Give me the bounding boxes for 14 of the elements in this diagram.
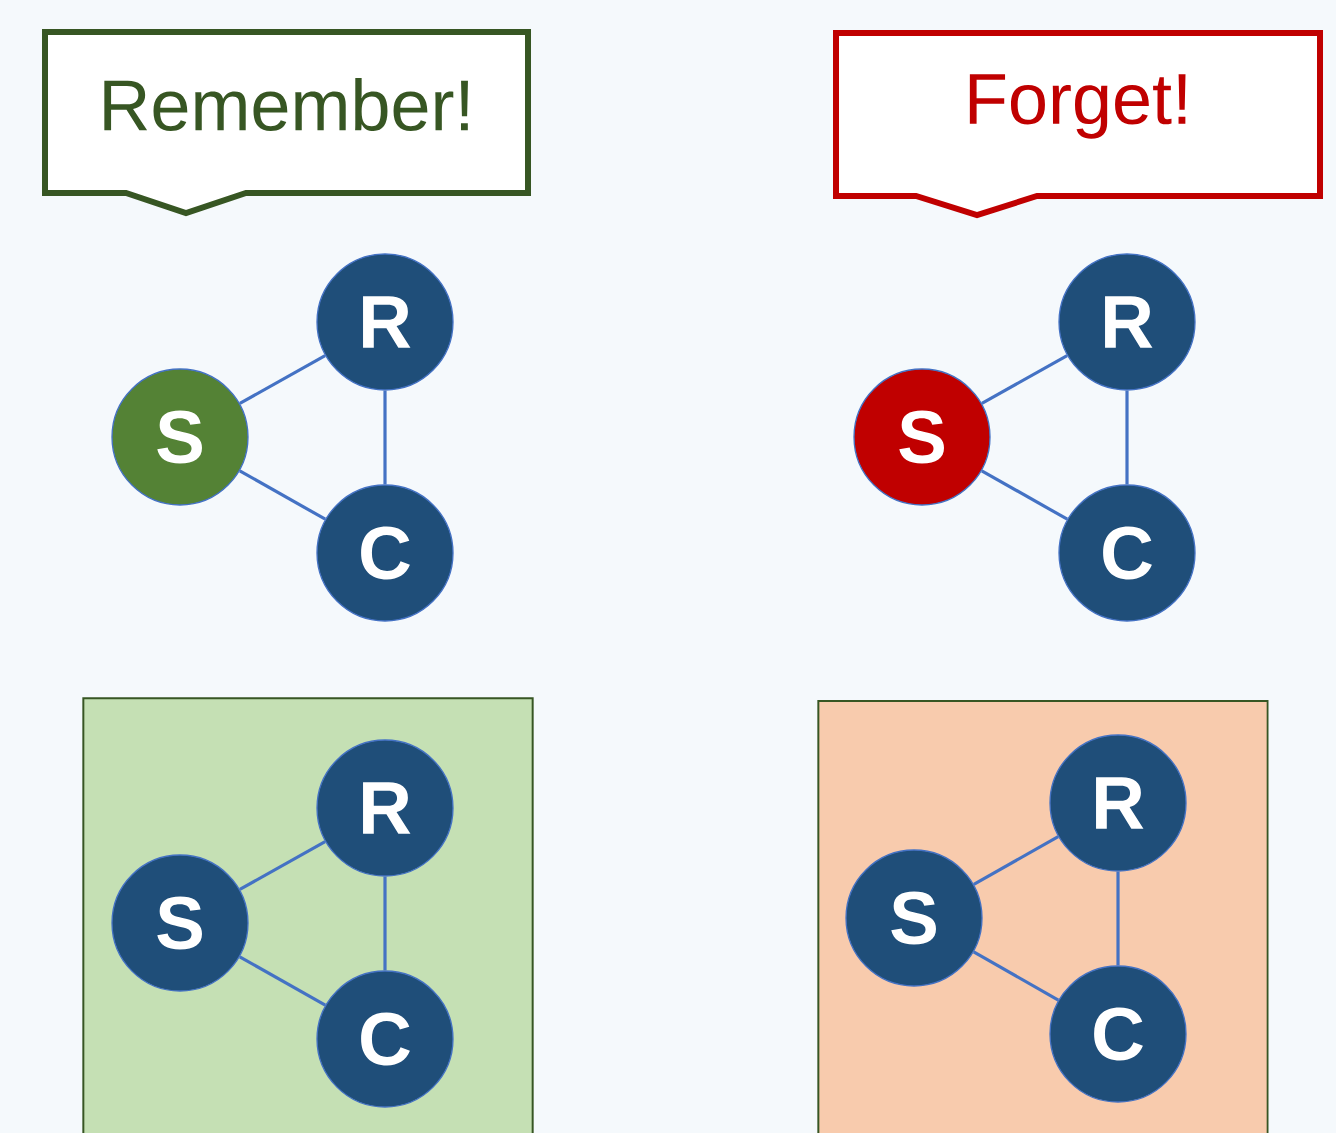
connector-line	[981, 354, 1068, 405]
speech-callout: Remember!	[42, 29, 531, 217]
connector-line	[972, 950, 1060, 1002]
connector-line	[238, 469, 327, 521]
connector-line	[1116, 871, 1120, 966]
connector-line	[239, 840, 326, 891]
connector-line	[383, 876, 387, 971]
connector-line	[1125, 390, 1129, 485]
connector-line	[238, 955, 327, 1007]
connector-line	[239, 354, 326, 405]
connector-line	[973, 835, 1059, 886]
connector-line	[981, 469, 1069, 521]
connector-line	[383, 390, 387, 485]
speech-callout: Forget!	[833, 30, 1323, 219]
